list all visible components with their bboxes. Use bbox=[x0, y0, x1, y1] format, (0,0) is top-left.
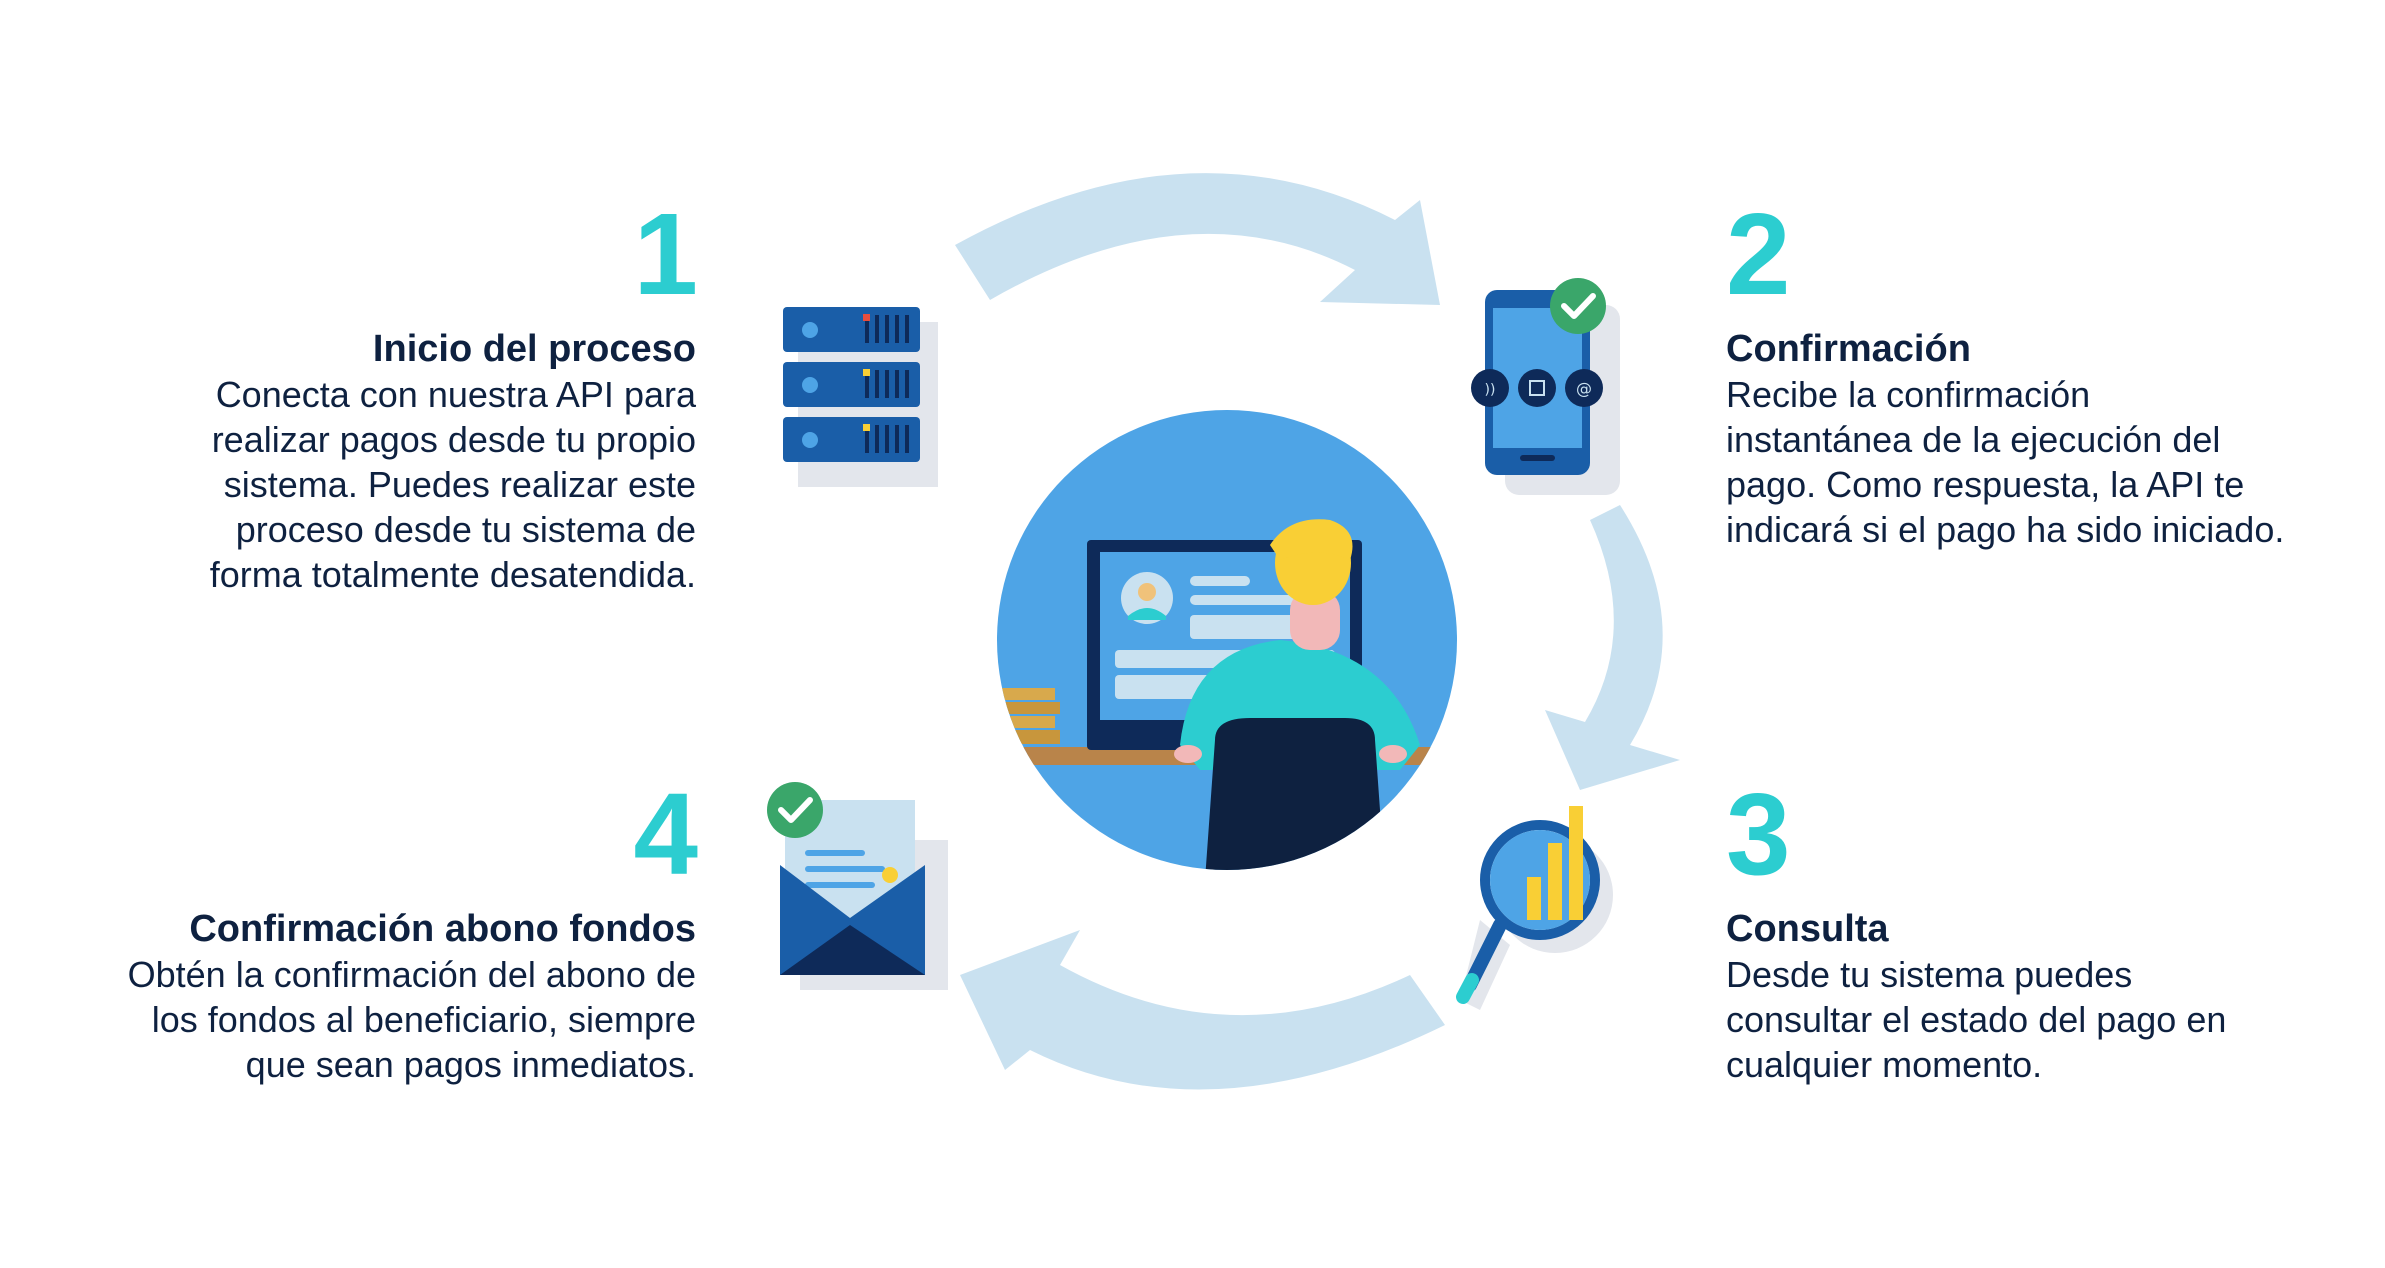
description-line: sistema. Puedes realizar este bbox=[223, 464, 696, 505]
step-title: Confirmación abono fondos bbox=[189, 908, 696, 950]
step-description: Recibe la confirmación instantánea de la… bbox=[1726, 372, 2346, 552]
magnifier-chart-icon bbox=[1456, 806, 1613, 1010]
envelope-check-icon bbox=[767, 782, 948, 990]
step-title: Confirmación bbox=[1726, 328, 1971, 370]
svg-text:@: @ bbox=[1576, 379, 1592, 398]
server-icon bbox=[783, 307, 938, 487]
step-1: 1 Inicio del proceso Conecta con nuestra… bbox=[56, 189, 698, 597]
description-line: instantánea de la ejecución del bbox=[1726, 419, 2221, 460]
check-badge-icon bbox=[767, 782, 823, 838]
arrow-top bbox=[955, 173, 1440, 305]
svg-text:)): )) bbox=[1485, 382, 1496, 398]
step-title: Inicio del proceso bbox=[372, 328, 696, 370]
step-number: 2 bbox=[1726, 189, 1791, 319]
description-line: cualquier momento. bbox=[1726, 1044, 2043, 1085]
description-line: realizar pagos desde tu propio bbox=[211, 419, 696, 460]
step-number: 4 bbox=[633, 769, 698, 899]
step-title: Consulta bbox=[1726, 908, 1889, 950]
cycle-arrows bbox=[955, 173, 1680, 1090]
step-description: Obtén la confirmación del abono de los f… bbox=[36, 952, 696, 1087]
check-badge-icon bbox=[1550, 278, 1606, 334]
step-4: 4 Confirmación abono fondos Obtén la con… bbox=[36, 769, 698, 1087]
description-line: Desde tu sistema puedes bbox=[1726, 954, 2133, 995]
description-line: que sean pagos inmediatos. bbox=[245, 1044, 696, 1085]
arrow-right bbox=[1545, 505, 1680, 790]
description-line: los fondos al beneficiario, siempre bbox=[151, 999, 696, 1040]
description-line: Conecta con nuestra API para bbox=[215, 374, 696, 415]
description-line: indicará si el pago ha sido iniciado. bbox=[1726, 509, 2285, 550]
step-2: 2 Confirmación Recibe la confirmación in… bbox=[1726, 196, 2346, 552]
description-line: pago. Como respuesta, la API te bbox=[1726, 464, 2245, 505]
description-line: forma totalmente desatendida. bbox=[209, 554, 696, 595]
step-number: 3 bbox=[1726, 769, 1791, 899]
description-line: Recibe la confirmación bbox=[1726, 374, 2091, 415]
description-line: proceso desde tu sistema de bbox=[235, 509, 696, 550]
step-description: Desde tu sistema puedes consultar el est… bbox=[1726, 952, 2346, 1087]
step-3: 3 Consulta Desde tu sistema puedes consu… bbox=[1726, 776, 2346, 1087]
smartphone-check-icon: )) @ bbox=[1471, 278, 1620, 495]
description-line: consultar el estado del pago en bbox=[1726, 999, 2227, 1040]
description-line: Obtén la confirmación del abono de bbox=[127, 954, 696, 995]
central-illustration bbox=[997, 410, 1457, 870]
step-description: Conecta con nuestra API para realizar pa… bbox=[56, 372, 696, 597]
step-number: 1 bbox=[633, 189, 698, 319]
arrow-bottom bbox=[960, 930, 1445, 1090]
